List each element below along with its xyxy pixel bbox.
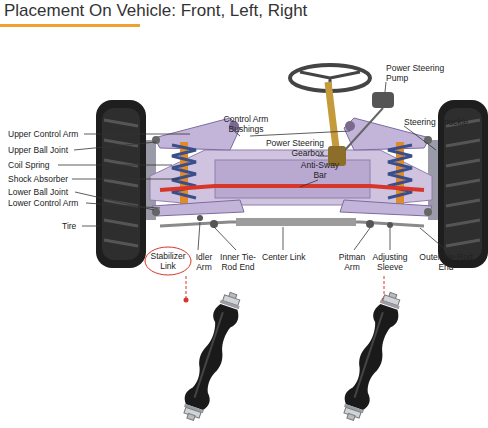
ball-joint [424, 208, 432, 216]
stabilizer-link-part [178, 289, 245, 423]
steering-column [328, 82, 336, 148]
coil-spring [388, 142, 412, 204]
part-label: Pitman Arm [336, 252, 368, 272]
anti-sway-bar [160, 186, 424, 190]
part-label: Adjusting Sleeve [370, 252, 410, 272]
joint [210, 220, 218, 228]
title-underline [0, 24, 140, 27]
joint [387, 222, 393, 228]
part-label: Stabilizer Link [150, 251, 186, 271]
ball-joint [424, 136, 432, 144]
bushing [345, 121, 355, 131]
part-label: Coil Spring [8, 160, 50, 170]
part-label: Power Steering Pump [386, 63, 450, 83]
part-label: Control Arm Bushings [216, 114, 276, 134]
pump [372, 92, 394, 108]
title: Placement On Vehicle: Front, Left, Right [4, 1, 307, 21]
center-link-bar [236, 218, 356, 226]
lower-control-arm [152, 200, 244, 216]
joint [366, 220, 374, 228]
part-label: Lower Ball Joint [8, 187, 68, 197]
part-label: Center Link [262, 252, 305, 262]
stabilizer-link-part [338, 289, 405, 423]
part-label: Upper Control Arm [8, 129, 78, 139]
pointer-lines [184, 276, 387, 303]
part-label: Outer Tie-Rod End [418, 252, 474, 272]
pump-hose [345, 108, 383, 150]
crossmember [215, 160, 370, 198]
circled-label: Stabilizer Link [146, 248, 190, 274]
part-label: Anti-Sway Bar [298, 160, 342, 180]
coil-spring [172, 142, 196, 204]
ball-joint [152, 136, 160, 144]
part-label: Upper Ball Joint [8, 145, 68, 155]
part-label: Lower Control Arm [8, 198, 78, 208]
part-label: Tire [62, 221, 76, 231]
ball-joint [152, 208, 160, 216]
part-label: Idler Arm [192, 252, 216, 272]
leader-lines [58, 82, 446, 250]
part-label: Shock Absorber [8, 174, 68, 184]
joint [197, 215, 203, 221]
lower-control-arm [340, 200, 432, 216]
left-tire [96, 100, 146, 268]
part-label: Steering Knuckle [404, 117, 468, 127]
part-label: Power Steering Gearbox [262, 138, 324, 158]
part-label: Inner Tie-Rod End [216, 252, 260, 272]
